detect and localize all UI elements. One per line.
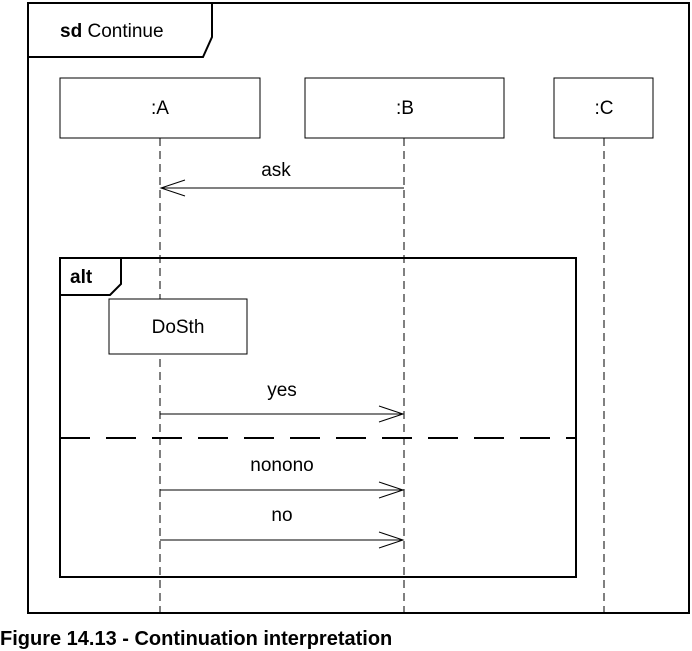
message-yes-label: yes bbox=[267, 380, 297, 401]
message-nonono-label: nonono bbox=[250, 455, 313, 476]
message-ask-label: ask bbox=[261, 160, 291, 181]
message-no-label: no bbox=[271, 505, 292, 526]
alt-operator-label: alt bbox=[70, 267, 93, 288]
message-yes-arrowhead bbox=[378, 405, 405, 423]
sd-frame-tab bbox=[28, 3, 213, 58]
lifeline-c-label: :C bbox=[595, 98, 614, 119]
lifeline-a-head bbox=[59, 77, 261, 139]
sd-frame bbox=[27, 2, 690, 614]
message-ask-arrowhead bbox=[159, 179, 186, 197]
lifeline-b-head bbox=[304, 77, 505, 139]
lifeline-b-label: :B bbox=[396, 98, 414, 119]
lifeline-a-label: :A bbox=[151, 98, 169, 119]
alt-fragment-tab bbox=[60, 258, 122, 296]
continuation-box bbox=[108, 298, 248, 355]
message-nonono-arrowhead bbox=[378, 481, 405, 499]
continuation-label: DoSth bbox=[152, 317, 205, 338]
sd-frame-title: sd Continue bbox=[60, 21, 164, 42]
message-no-arrowhead bbox=[378, 531, 405, 549]
lifeline-c-head bbox=[553, 77, 654, 139]
figure-caption: Figure 14.13 - Continuation interpretati… bbox=[0, 628, 393, 650]
alt-fragment bbox=[59, 257, 577, 578]
